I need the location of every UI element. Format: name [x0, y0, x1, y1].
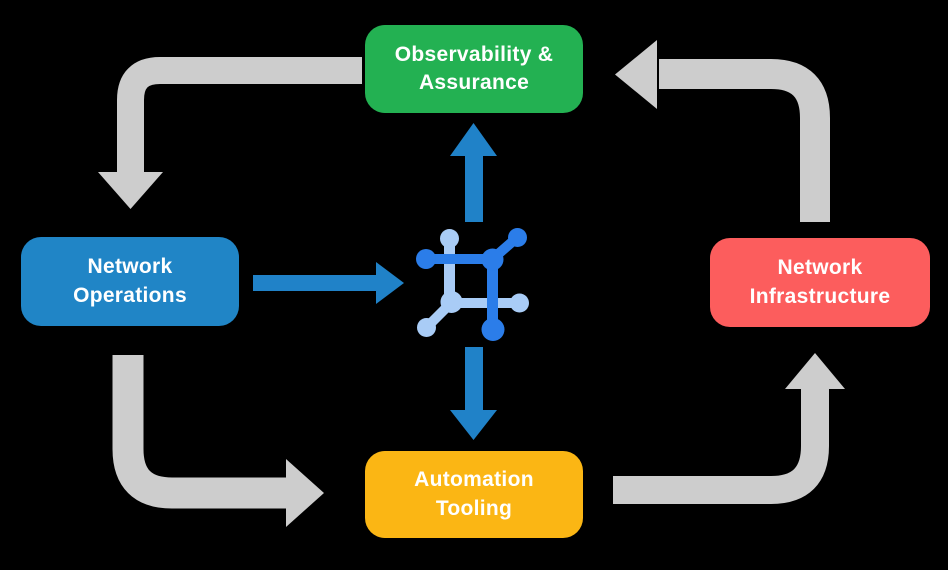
cycle-arrowhead-left	[615, 40, 657, 109]
flow-arrowhead-right	[376, 262, 404, 304]
node-label-line: Infrastructure	[749, 284, 891, 308]
cycle-arrow-shaft	[659, 59, 830, 222]
flow-arrowhead-down	[450, 410, 497, 440]
node-network-infrastructure: Network Infrastructure	[710, 238, 930, 327]
icon-dark-endpoint-left	[416, 249, 436, 269]
node-label-line: Network	[87, 255, 173, 279]
icon-light-endpoint-right	[510, 293, 529, 313]
flow-arrow-center-to-automation	[450, 347, 497, 440]
node-label-line: Observability &	[394, 42, 554, 66]
flow-arrowhead-up	[450, 123, 497, 156]
icon-dark-endpoint-bottom	[481, 318, 505, 341]
cycle-arrow-down-to-operations	[98, 57, 362, 209]
icon-light-node	[440, 291, 463, 313]
cycle-arrowhead-up	[785, 353, 845, 389]
node-automation-tooling: Automation Tooling	[365, 451, 583, 538]
cycle-arrowhead-right	[286, 459, 324, 527]
flow-arrow-operations-to-center	[253, 262, 404, 304]
cycle-arrow-shaft	[112, 355, 288, 509]
network-fabric-icon	[416, 228, 529, 341]
node-label-line: Assurance	[418, 71, 530, 94]
node-label-line: Tooling	[435, 496, 513, 520]
icon-dark-endpoint-topright	[508, 228, 527, 247]
icon-dark-node	[481, 248, 504, 271]
cycle-arrow-shaft	[117, 57, 362, 174]
node-label-line: Network	[777, 256, 863, 280]
node-observability-assurance: Observability & Assurance	[365, 25, 583, 113]
icon-light-endpoint-top	[440, 229, 459, 248]
node-label-line: Operations	[73, 283, 187, 307]
cycle-arrow-left-to-observability	[615, 40, 830, 222]
flow-arrow-center-to-observability	[450, 123, 497, 222]
cycle-arrow-up-to-infrastructure	[613, 353, 845, 504]
cycle-arrow-right-to-automation	[112, 355, 324, 527]
cycle-arrowhead-down	[98, 172, 163, 209]
node-network-operations: Network Operations	[21, 237, 239, 326]
node-label-line: Automation	[414, 468, 534, 492]
icon-light-endpoint-bottomleft	[417, 318, 436, 337]
cycle-arrow-shaft	[613, 387, 829, 504]
